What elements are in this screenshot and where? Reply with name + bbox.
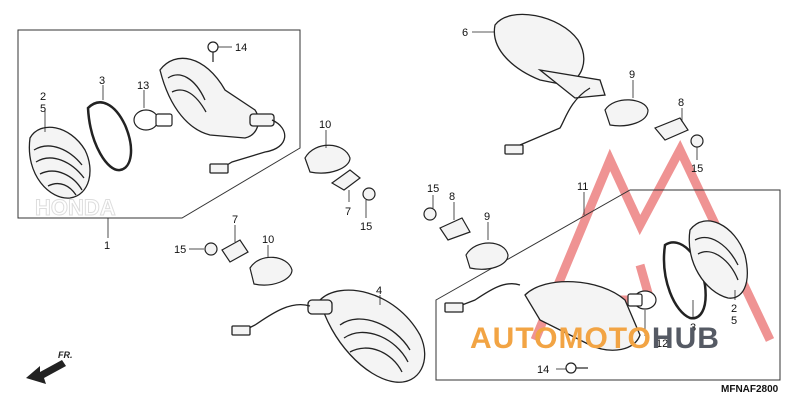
callout-c-10: 10 bbox=[262, 234, 274, 246]
bracket-d bbox=[604, 99, 704, 148]
callout-c-4: 4 bbox=[376, 285, 382, 297]
screw-14-a bbox=[207, 41, 219, 62]
callout-e-11: 11 bbox=[577, 181, 588, 193]
bracket-e bbox=[423, 207, 509, 270]
callout-a-13: 13 bbox=[137, 80, 149, 92]
lamp-rear-right bbox=[231, 289, 426, 383]
callout-b-7: 7 bbox=[345, 206, 351, 218]
callout-c-7: 7 bbox=[232, 214, 238, 226]
lens-rear-left bbox=[688, 220, 748, 299]
front-direction-arrow: FR. bbox=[26, 350, 73, 384]
honda-ghost-text: HONDA bbox=[35, 195, 116, 220]
gasket-3 bbox=[86, 101, 133, 172]
callout-a-3: 3 bbox=[99, 75, 105, 87]
watermark-text: AUTOMOTOHUB bbox=[470, 322, 720, 355]
callout-c-15: 15 bbox=[174, 244, 186, 256]
gasket-3-e bbox=[662, 241, 707, 320]
callout-a-2: 2 bbox=[40, 91, 46, 103]
callout-e-5: 5 bbox=[731, 315, 737, 327]
callout-a-1: 1 bbox=[104, 240, 110, 252]
bracket-b bbox=[304, 144, 376, 201]
callout-e-8: 8 bbox=[449, 191, 455, 203]
screw-14-e bbox=[565, 362, 588, 374]
leader-lines bbox=[44, 31, 736, 370]
group-a-frame bbox=[17, 29, 301, 219]
callout-d-15: 15 bbox=[691, 163, 703, 175]
callout-b-15: 15 bbox=[360, 221, 372, 233]
lamp-d bbox=[493, 13, 606, 155]
bulb-13 bbox=[133, 109, 173, 131]
callout-d-6: 6 bbox=[462, 27, 468, 39]
bulb-12 bbox=[627, 290, 657, 310]
callout-a-5: 5 bbox=[40, 103, 46, 115]
callout-e-2: 2 bbox=[731, 303, 737, 315]
callout-e-15: 15 bbox=[427, 183, 439, 195]
callout-a-14: 14 bbox=[235, 42, 247, 54]
housing-front-left bbox=[159, 57, 286, 174]
callout-e-12: 12 bbox=[656, 338, 668, 350]
bracket-c bbox=[204, 239, 293, 286]
callout-e-3: 3 bbox=[690, 322, 696, 334]
watermark-part1: AUTOMOTO bbox=[470, 322, 652, 355]
lamp-rear-left bbox=[444, 280, 641, 351]
watermark-part2: HUB bbox=[652, 322, 720, 355]
callout-e-14: 14 bbox=[537, 364, 549, 376]
callout-e-9: 9 bbox=[484, 211, 490, 223]
lens-front-left bbox=[28, 126, 91, 199]
callout-b-10: 10 bbox=[319, 119, 331, 131]
callout-d-8: 8 bbox=[678, 97, 684, 109]
group-e-frame bbox=[435, 189, 781, 381]
part-code: MFNAF2800 bbox=[721, 384, 779, 395]
callout-d-9: 9 bbox=[629, 69, 635, 81]
front-direction-label: FR. bbox=[58, 350, 73, 360]
